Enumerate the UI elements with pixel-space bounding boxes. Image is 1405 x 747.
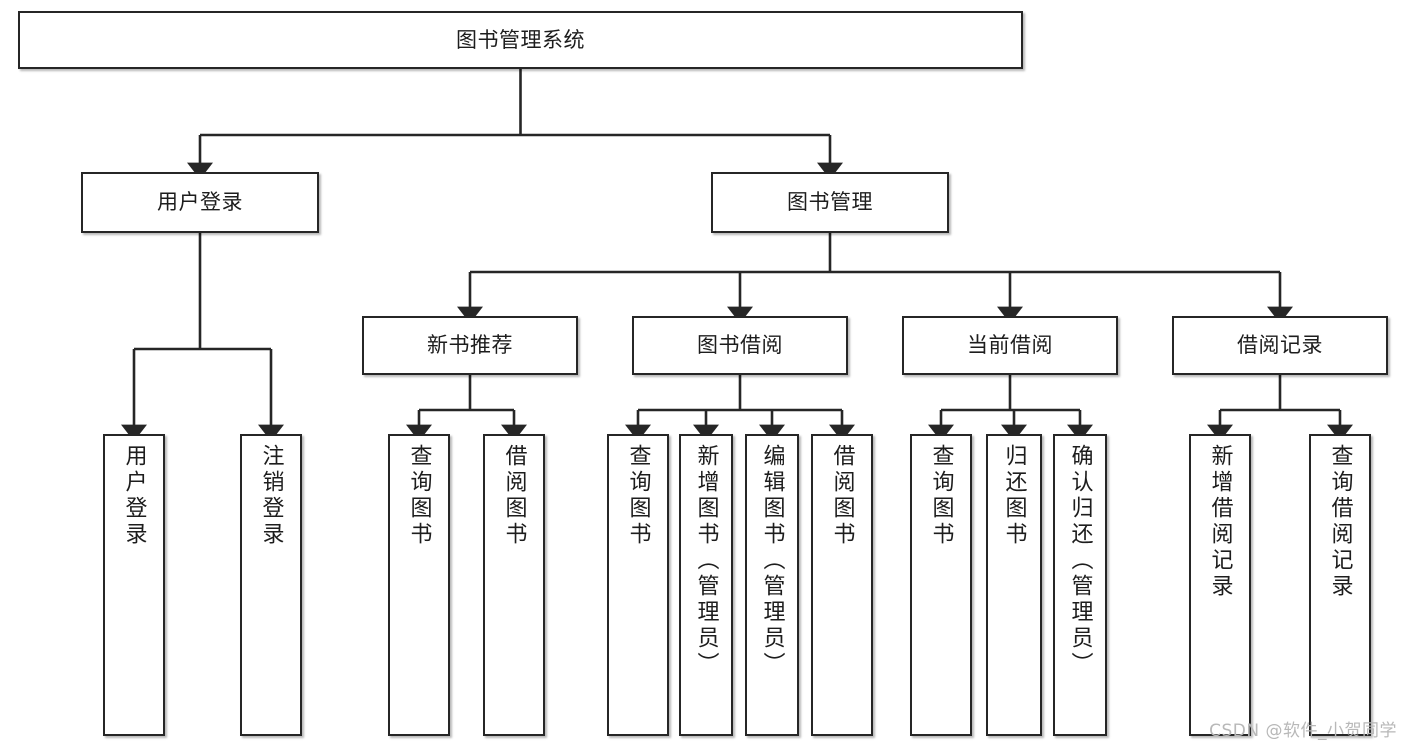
leaf-query-borrow-record[interactable]: 查询借阅记录: [1309, 434, 1371, 736]
leaf-add-book-admin-label: 新增图书（管理员）: [693, 444, 719, 678]
leaf-add-borrow-record[interactable]: 新增借阅记录: [1189, 434, 1251, 736]
leaf-return-book-label: 归还图书: [1001, 444, 1027, 548]
node-borrow-record-label: 借阅记录: [1237, 333, 1323, 358]
leaf-query-book-rec[interactable]: 查询图书: [388, 434, 450, 736]
leaf-user-login-label: 用户登录: [121, 444, 147, 548]
leaf-logout-label: 注销登录: [258, 444, 284, 548]
leaf-query-book-borrow-label: 查询图书: [625, 444, 651, 548]
leaf-logout[interactable]: 注销登录: [240, 434, 302, 736]
node-book-borrow-label: 图书借阅: [697, 333, 783, 358]
node-current-borrow-label: 当前借阅: [967, 333, 1053, 358]
leaf-confirm-return-admin[interactable]: 确认归还（管理员）: [1053, 434, 1107, 736]
node-new-book-recommend[interactable]: 新书推荐: [362, 316, 578, 375]
node-current-borrow[interactable]: 当前借阅: [902, 316, 1118, 375]
leaf-add-borrow-record-label: 新增借阅记录: [1207, 444, 1233, 600]
leaf-borrow-book[interactable]: 借阅图书: [811, 434, 873, 736]
node-root[interactable]: 图书管理系统: [18, 11, 1023, 69]
node-root-label: 图书管理系统: [456, 27, 585, 52]
leaf-user-login[interactable]: 用户登录: [103, 434, 165, 736]
node-user-login-label: 用户登录: [157, 190, 243, 215]
leaf-query-book-rec-label: 查询图书: [406, 444, 432, 548]
leaf-return-book[interactable]: 归还图书: [986, 434, 1042, 736]
node-book-management[interactable]: 图书管理: [711, 172, 949, 233]
node-book-management-label: 图书管理: [787, 190, 873, 215]
leaf-query-borrow-record-label: 查询借阅记录: [1327, 444, 1353, 600]
leaf-query-book-current[interactable]: 查询图书: [910, 434, 972, 736]
leaf-add-book-admin[interactable]: 新增图书（管理员）: [679, 434, 733, 736]
leaf-edit-book-admin[interactable]: 编辑图书（管理员）: [745, 434, 799, 736]
node-borrow-record[interactable]: 借阅记录: [1172, 316, 1388, 375]
leaf-borrow-book-label: 借阅图书: [829, 444, 855, 548]
csdn-watermark: CSDN @软件_小贺同学: [1209, 721, 1397, 741]
leaf-confirm-return-admin-label: 确认归还（管理员）: [1067, 444, 1093, 678]
node-book-borrow[interactable]: 图书借阅: [632, 316, 848, 375]
node-user-login[interactable]: 用户登录: [81, 172, 319, 233]
leaf-edit-book-admin-label: 编辑图书（管理员）: [759, 444, 785, 678]
leaf-query-book-borrow[interactable]: 查询图书: [607, 434, 669, 736]
leaf-query-book-current-label: 查询图书: [928, 444, 954, 548]
leaf-borrow-book-rec[interactable]: 借阅图书: [483, 434, 545, 736]
node-new-book-recommend-label: 新书推荐: [427, 333, 513, 358]
leaf-borrow-book-rec-label: 借阅图书: [501, 444, 527, 548]
